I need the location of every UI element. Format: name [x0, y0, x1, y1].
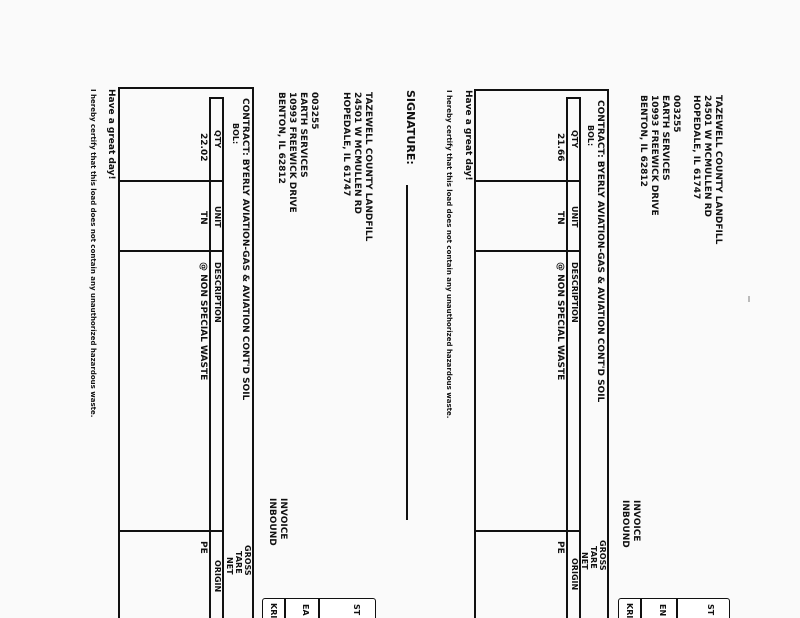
- table-left-border: [118, 87, 120, 618]
- header-unit: UNIT: [213, 206, 222, 228]
- customer-city: BENTON, IL 62812: [276, 92, 286, 184]
- tab-label-kri: KRI: [625, 603, 634, 618]
- row-unit: TN: [198, 211, 208, 225]
- landfill-name: TAZEWELL COUNTY LANDFILL: [713, 95, 723, 245]
- customer-id: 003255: [309, 92, 319, 130]
- header-line-2: [579, 97, 581, 618]
- tab-label-en: EN: [658, 604, 667, 617]
- header-origin: ORIGIN: [570, 558, 579, 591]
- invoice-label: INVOICE: [278, 498, 288, 540]
- table-top-border: [118, 87, 253, 89]
- landfill-street: 24501 W MCMULLEN RD: [702, 95, 712, 218]
- header-description: DESCRIPTION: [213, 262, 222, 323]
- greeting: Have a great day!: [463, 90, 473, 181]
- col-divider-unit: [474, 250, 580, 252]
- customer-street: 10993 FREEWICK DRIVE: [287, 92, 297, 213]
- landfill-city: HOPEDALE, IL 61747: [341, 92, 351, 197]
- invoice-label: INVOICE: [631, 500, 641, 542]
- signature-label: SIGNATURE:: [404, 90, 417, 165]
- header-bottom-line: [566, 97, 568, 618]
- header-tare: TARE: [234, 551, 243, 574]
- table-left-border: [474, 89, 476, 618]
- row-description: @ NON SPECIAL WASTE: [198, 262, 208, 381]
- tab-label-st: ST: [352, 604, 361, 616]
- header-origin: ORIGIN: [213, 560, 222, 593]
- row-qty: 21.66: [555, 133, 565, 162]
- customer-street: 10993 FREEWICK DRIVE: [649, 95, 659, 216]
- col-divider-qty: [118, 180, 223, 182]
- customer-id: 003255: [671, 95, 681, 133]
- contract-line: CONTRACT: BYERLY AVIATION-GAS & AVIATION…: [595, 100, 605, 403]
- header-net: NET: [580, 552, 589, 570]
- customer-name: EARTH SERVICES: [660, 95, 670, 181]
- col-divider-description: [118, 530, 223, 532]
- row-description: @ NON SPECIAL WASTE: [555, 262, 565, 381]
- customer-city: BENTON, IL 62812: [638, 95, 648, 187]
- header-qty: QTY: [570, 130, 579, 149]
- col-divider-qty: [474, 180, 580, 182]
- row-qty: 22.02: [198, 133, 208, 162]
- header-tare: TARE: [589, 546, 598, 569]
- table-right-border: [607, 89, 609, 618]
- tab-divider: [676, 598, 678, 618]
- header-top-line: [209, 97, 223, 99]
- inbound-label: INBOUND: [620, 500, 630, 548]
- col-divider-description: [474, 530, 580, 532]
- tab-divider: [318, 598, 320, 618]
- landfill-city: HOPEDALE, IL 61747: [691, 95, 701, 200]
- header-top-line: [566, 97, 580, 99]
- tab-label-st: ST: [706, 604, 715, 616]
- scan-speck: [748, 296, 750, 302]
- row-unit: TN: [555, 211, 565, 225]
- landfill-street: 24501 W MCMULLEN RD: [352, 92, 362, 215]
- tab-divider: [284, 598, 286, 618]
- header-bottom-line: [209, 97, 211, 618]
- signature-line: [406, 185, 408, 520]
- col-divider-unit: [118, 250, 223, 252]
- certify-text: I hereby certify that this load does not…: [445, 90, 453, 419]
- tab-label-kri: KRI: [269, 603, 278, 618]
- header-qty: QTY: [213, 130, 222, 149]
- header-gross: GROSS: [243, 545, 252, 576]
- greeting: Have a great day!: [106, 89, 116, 180]
- row-origin: PE: [198, 541, 208, 554]
- header-unit: UNIT: [570, 206, 579, 228]
- customer-name: EARTH SERVICES: [298, 92, 308, 178]
- header-line-2: [222, 97, 224, 618]
- tab-label-ea: EA: [301, 604, 310, 616]
- table-right-border: [252, 87, 254, 618]
- tab-divider: [640, 598, 642, 618]
- contract-bol: BOL:: [586, 125, 595, 147]
- tab-group-top: [618, 598, 730, 618]
- landfill-name: TAZEWELL COUNTY LANDFILL: [363, 92, 373, 242]
- certify-text: I hereby certify that this load does not…: [89, 89, 97, 418]
- contract-bol: BOL:: [231, 123, 240, 145]
- table-top-border: [474, 89, 608, 91]
- contract-line: CONTRACT: BYERLY AVIATION-GAS & AVIATION…: [240, 98, 250, 401]
- header-gross: GROSS: [598, 540, 607, 571]
- row-origin: PE: [555, 541, 565, 554]
- header-net: NET: [225, 557, 234, 575]
- inbound-label: INBOUND: [267, 498, 277, 546]
- header-description: DESCRIPTION: [570, 262, 579, 323]
